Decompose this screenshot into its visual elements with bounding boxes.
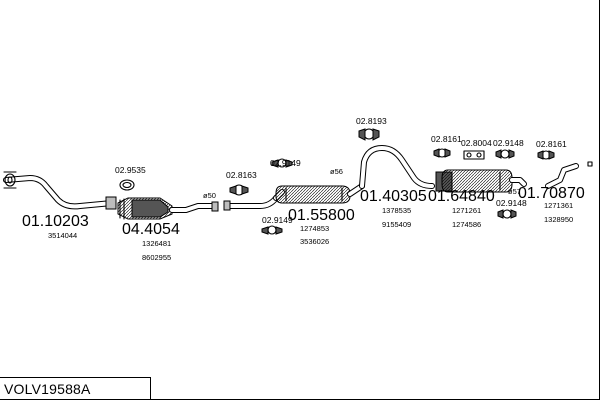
center-muffler bbox=[273, 183, 365, 204]
label-gasket-ring: 02.9535 bbox=[115, 165, 146, 175]
over-axle-pipe bbox=[359, 145, 435, 189]
middle-connector-pipe bbox=[223, 195, 279, 211]
label-front-pipe: 01.10203 bbox=[22, 213, 89, 230]
clamp-02-8161-left bbox=[433, 148, 451, 158]
label-rear-muffler: 01.64840 bbox=[428, 188, 495, 205]
gasket-ring bbox=[119, 179, 135, 191]
hanger-02-9149-upper bbox=[271, 158, 293, 168]
hanger-02-9148-upper bbox=[495, 149, 515, 159]
ref-catalytic-converter-2: 8602955 bbox=[142, 253, 171, 262]
label-hanger-02-9149-lower: 02.9149 bbox=[262, 215, 293, 225]
ref-center-muffler-1: 1274853 bbox=[300, 224, 329, 233]
clamp-02-8163 bbox=[229, 184, 249, 196]
label-catalytic-converter: 04.4054 bbox=[122, 221, 180, 238]
label-hanger-02-9148-upper: 02.9148 bbox=[493, 138, 524, 148]
front-pipe bbox=[3, 171, 117, 210]
label-mount-02-8004: 02.8004 bbox=[461, 138, 492, 148]
catalytic-converter bbox=[117, 197, 219, 220]
label-hanger-02-9148-lower: 02.9148 bbox=[496, 198, 527, 208]
ref-rear-muffler-1: 1271261 bbox=[452, 206, 481, 215]
label-clamp-02-8161-right: 02.8161 bbox=[536, 139, 567, 149]
ref-rear-muffler-2: 1274586 bbox=[452, 220, 481, 229]
ref-center-muffler-2: 3536026 bbox=[300, 237, 329, 246]
ref-catalytic-converter-1: 1326481 bbox=[142, 239, 171, 248]
ref-tailpipe-1: 1271361 bbox=[544, 201, 573, 210]
ref-front-pipe-1: 3514044 bbox=[48, 231, 77, 240]
label-clamp-02-8161-left: 02.8161 bbox=[431, 134, 462, 144]
clamp-02-8193 bbox=[358, 128, 380, 141]
diameter-marker-2: ø56 bbox=[330, 167, 343, 176]
label-center-muffler: 01.55800 bbox=[288, 207, 355, 224]
diameter-marker-3: ø57 bbox=[508, 187, 521, 196]
label-over-axle-pipe: 01.40305 bbox=[360, 188, 427, 205]
clamp-02-8161-right bbox=[537, 150, 555, 160]
label-hanger-02-9149-upper: 02.9149 bbox=[270, 158, 301, 168]
label-clamp-02-8163: 02.8163 bbox=[226, 170, 257, 180]
rear-muffler bbox=[435, 169, 527, 193]
label-tailpipe: 01.70870 bbox=[518, 185, 585, 202]
ref-over-axle-pipe-2: 9155409 bbox=[382, 220, 411, 229]
hanger-02-9148-lower bbox=[497, 209, 517, 219]
title-box: VOLV19588A bbox=[0, 377, 151, 399]
ref-tailpipe-2: 1328950 bbox=[544, 215, 573, 224]
diameter-marker-1: ø50 bbox=[203, 191, 216, 200]
tailpipe bbox=[545, 161, 593, 189]
ref-over-axle-pipe-1: 1378535 bbox=[382, 206, 411, 215]
hanger-02-9149-lower bbox=[261, 225, 283, 235]
mount-02-8004 bbox=[463, 150, 485, 160]
label-clamp-02-8193: 02.8193 bbox=[356, 116, 387, 126]
diagram-code: VOLV19588A bbox=[4, 381, 91, 397]
